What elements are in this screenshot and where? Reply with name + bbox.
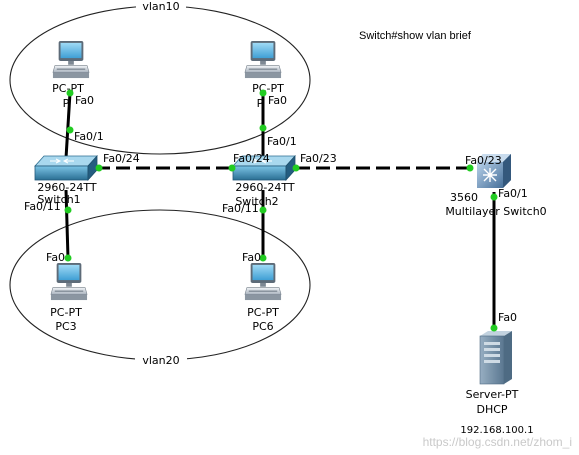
link-pc-tl-switch1[interactable]: [64, 92, 72, 159]
vlan10-label: vlan10: [142, 0, 179, 13]
port-label: Fa0/1: [498, 187, 528, 200]
vlan20-label: vlan20: [142, 354, 179, 367]
dhcp-server-model: Server-PT: [466, 388, 519, 401]
port-label: Fa0: [75, 94, 94, 107]
port-led: [490, 324, 498, 332]
server-icon: [479, 330, 513, 385]
pc-top-left-name: P: [63, 97, 70, 110]
pc-icon: [50, 262, 88, 301]
port-label: Fa0/1: [74, 130, 104, 143]
port-label: Fa0: [46, 251, 65, 264]
pc-icon: [244, 40, 282, 79]
pc-icon: [52, 40, 90, 79]
pc-top-left[interactable]: PC-PT P: [52, 40, 90, 110]
links: [64, 92, 496, 330]
port-led: [228, 164, 236, 172]
watermark: https://blog.csdn.net/zhom_i: [423, 435, 572, 449]
port-label: Fa0/1: [267, 135, 297, 148]
vlan20-area: vlan20: [9, 209, 311, 367]
port-led: [490, 193, 498, 201]
port-led: [66, 89, 74, 97]
multilayer-switch0-model: 3560: [450, 191, 478, 204]
port-label: Fa0/11: [222, 202, 259, 215]
dhcp-server-name: DHCP: [476, 403, 507, 416]
pc3[interactable]: PC-PT PC3: [50, 262, 88, 333]
port-led: [95, 164, 103, 172]
pc3-name: PC3: [55, 320, 76, 333]
vlan10-area: vlan10: [9, 0, 311, 155]
pc3-model: PC-PT: [50, 306, 82, 319]
port-led: [292, 164, 300, 172]
pc6-model: PC-PT: [247, 306, 279, 319]
dhcp-server-ip: 192.168.100.1: [460, 425, 533, 436]
port-led: [259, 124, 267, 132]
port-led: [259, 89, 267, 97]
port-labels: Fa0 Fa0/1 Fa0 Fa0/1 Fa0/24 Fa0/24 Fa0/23…: [24, 94, 528, 324]
port-indicators: [64, 89, 498, 332]
port-led: [259, 254, 267, 262]
link-switch1-pc3[interactable]: [64, 189, 70, 259]
switch2-name: Switch2: [235, 195, 278, 208]
switch1[interactable]: 2960-24TT Switch1: [34, 155, 98, 206]
port-label: Fa0: [498, 311, 517, 324]
port-label: Fa0: [242, 251, 261, 264]
pc6[interactable]: PC-PT PC6: [244, 262, 282, 333]
switch1-model: 2960-24TT: [37, 181, 96, 194]
multilayer-switch0[interactable]: 3560 Multilayer Switch0: [445, 153, 547, 218]
port-label: Fa0/24: [233, 152, 270, 165]
port-led: [64, 206, 72, 214]
port-label: Fa0: [268, 94, 287, 107]
dhcp-server[interactable]: Server-PT DHCP 192.168.100.1: [460, 330, 534, 436]
port-label: Fa0/23: [465, 154, 502, 167]
pc6-name: PC6: [252, 320, 273, 333]
pc-top-right-name: P: [257, 97, 264, 110]
port-led: [466, 164, 474, 172]
multilayer-switch0-name: Multilayer Switch0: [445, 205, 546, 218]
port-led: [66, 126, 74, 134]
switch2[interactable]: 2960-24TT Switch2: [232, 155, 296, 208]
switch1-name: Switch1: [37, 193, 80, 206]
pc-top-left-model: PC-PT: [52, 82, 84, 95]
port-led: [64, 254, 72, 262]
port-label: Fa0/23: [300, 152, 337, 165]
pc-icon: [244, 262, 282, 301]
port-led: [259, 206, 267, 214]
cli-command-note: Switch#show vlan brief: [359, 30, 472, 42]
switch-icon: [34, 155, 98, 181]
switch2-model: 2960-24TT: [235, 181, 294, 194]
port-label: Fa0/24: [103, 152, 140, 165]
port-label: Fa0/11: [24, 200, 61, 213]
